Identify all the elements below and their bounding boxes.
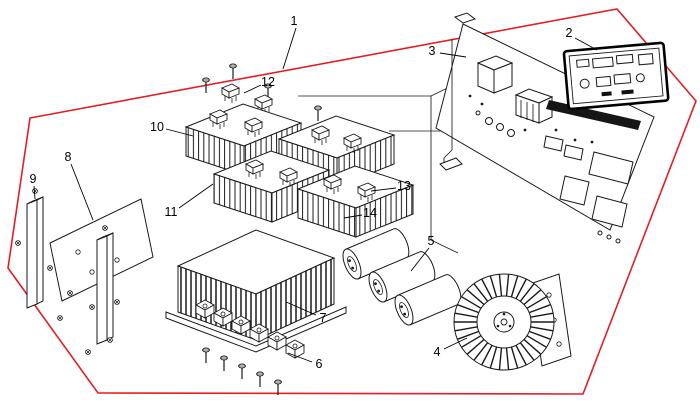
callout-number-12: 12	[261, 75, 275, 89]
diagram-outline	[7, 8, 697, 395]
component-box	[588, 151, 634, 185]
panel-knob	[635, 73, 645, 83]
callout-number-4: 4	[434, 345, 441, 359]
relay-2	[559, 175, 590, 206]
callout-leader-5	[410, 247, 430, 272]
callout-leader-2	[574, 37, 598, 51]
callout-number-1: 1	[291, 14, 298, 28]
callout-leader-3	[439, 52, 467, 58]
callout-leader-11	[178, 183, 214, 209]
terminal-block	[591, 195, 628, 228]
relay-box	[476, 55, 514, 94]
clamp-screws	[202, 347, 282, 396]
callout-leader-4	[443, 337, 468, 350]
rotor-teeth	[454, 274, 554, 370]
callout-number-7: 7	[320, 311, 327, 325]
callout-number-2: 2	[566, 26, 573, 40]
callout-number-13: 13	[397, 179, 411, 193]
callout-leader-1	[282, 27, 297, 70]
ic-chip	[543, 135, 564, 152]
callout-number-14: 14	[363, 206, 377, 220]
mounting-post-right	[96, 225, 114, 345]
panel-knob	[579, 78, 590, 89]
callout-leader-13	[370, 187, 397, 192]
callout-leader-8	[70, 163, 94, 221]
callout-leader-7	[285, 301, 317, 316]
callout-number-6: 6	[316, 357, 323, 371]
callout-leader-12	[243, 84, 262, 94]
fan-rotor	[453, 273, 555, 371]
callout-leader-9	[33, 185, 36, 200]
callout-number-9: 9	[30, 172, 37, 186]
callout-number-8: 8	[65, 150, 72, 164]
callout-leader-10	[165, 128, 194, 137]
heatsink-module-d	[296, 165, 415, 238]
callout-number-11: 11	[165, 205, 178, 219]
pcb-edge-connector	[439, 157, 463, 171]
callout-leader-6	[287, 352, 313, 363]
pcb-top-connector	[453, 12, 477, 24]
callout-leader-14	[343, 214, 363, 219]
callout-number-10: 10	[150, 120, 164, 134]
callout-number-3: 3	[429, 44, 436, 58]
ic-chip	[563, 144, 584, 161]
heatsink-base-plate	[165, 306, 347, 353]
control-panel	[562, 41, 670, 111]
small-transformer	[514, 88, 554, 124]
callout-number-5: 5	[428, 234, 435, 248]
mounting-post-left	[26, 188, 44, 309]
